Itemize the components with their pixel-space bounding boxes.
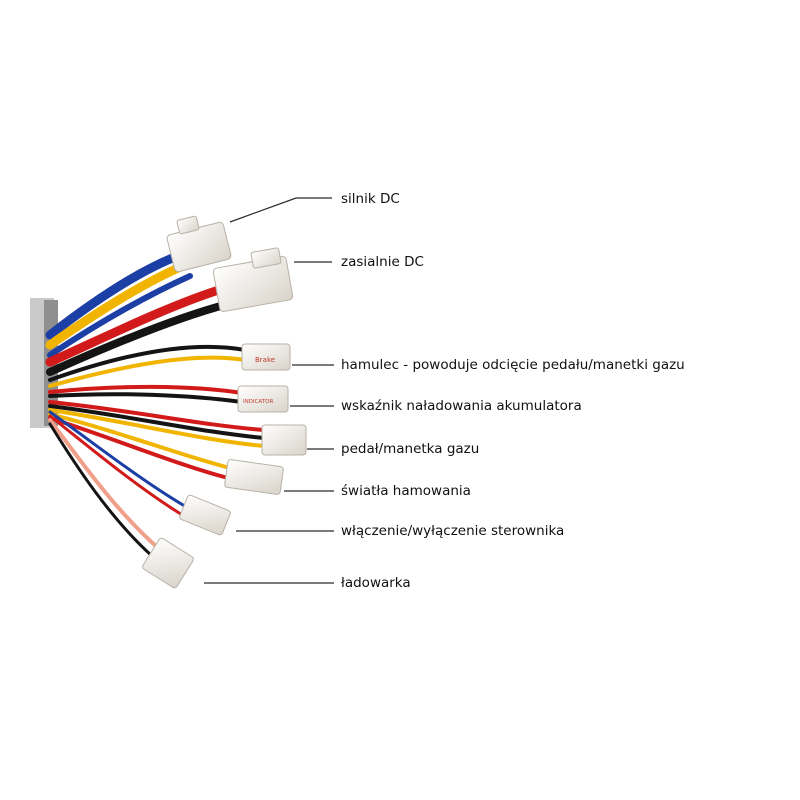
wire-lights-red	[48, 416, 230, 480]
wire-brake-yellow	[48, 355, 247, 388]
label-battery-indicator: wskaźnik naładowania akumulatora	[341, 398, 582, 414]
label-throttle: pedał/manetka gazu	[341, 441, 480, 457]
wire-motor-yellow	[45, 260, 190, 350]
wire-indicator-black	[48, 392, 244, 404]
connector-brake	[241, 343, 291, 371]
wire-bundle	[45, 250, 266, 558]
connector-motor	[166, 215, 232, 273]
connector-throttle	[261, 424, 307, 456]
wire-throttle-black	[48, 404, 266, 440]
label-brake-lights: światła hamowania	[341, 483, 471, 499]
connector-brake-lights	[224, 459, 284, 495]
leader-lines	[204, 197, 334, 584]
connector-charger	[142, 537, 194, 589]
label-power-switch: włączenie/wyłączenie sterownika	[341, 523, 565, 539]
wire-throttle-yellow	[48, 408, 266, 448]
wire-throttle-red	[48, 400, 266, 432]
leader-motor	[229, 197, 332, 223]
label-power: zasialnie DC	[341, 254, 424, 270]
wire-charger-black	[48, 422, 154, 558]
wire-power-red	[45, 283, 230, 367]
connector-power	[212, 247, 294, 312]
label-brake: hamulec - powoduje odcięcie pedału/manet…	[341, 357, 685, 373]
label-charger: ładowarka	[341, 575, 411, 591]
label-motor: silnik DC	[341, 191, 400, 207]
wire-lights-yellow	[48, 412, 232, 470]
wire-indicator-red	[48, 384, 244, 395]
wire-motor-blue-2	[47, 273, 193, 358]
wire-switch-red	[48, 414, 186, 518]
brake-connector-marking: Brake	[255, 356, 275, 364]
connector-power-switch	[179, 494, 231, 536]
wire-motor-blue	[45, 250, 185, 340]
wire-charger-pink	[48, 418, 160, 550]
wire-brake-black	[48, 344, 247, 382]
wire-power-black	[46, 300, 232, 376]
connectors	[142, 215, 307, 589]
indicator-connector-marking: INDICATOR	[243, 399, 273, 405]
wire-switch-blue	[48, 410, 190, 510]
connector-indicator	[237, 385, 289, 413]
